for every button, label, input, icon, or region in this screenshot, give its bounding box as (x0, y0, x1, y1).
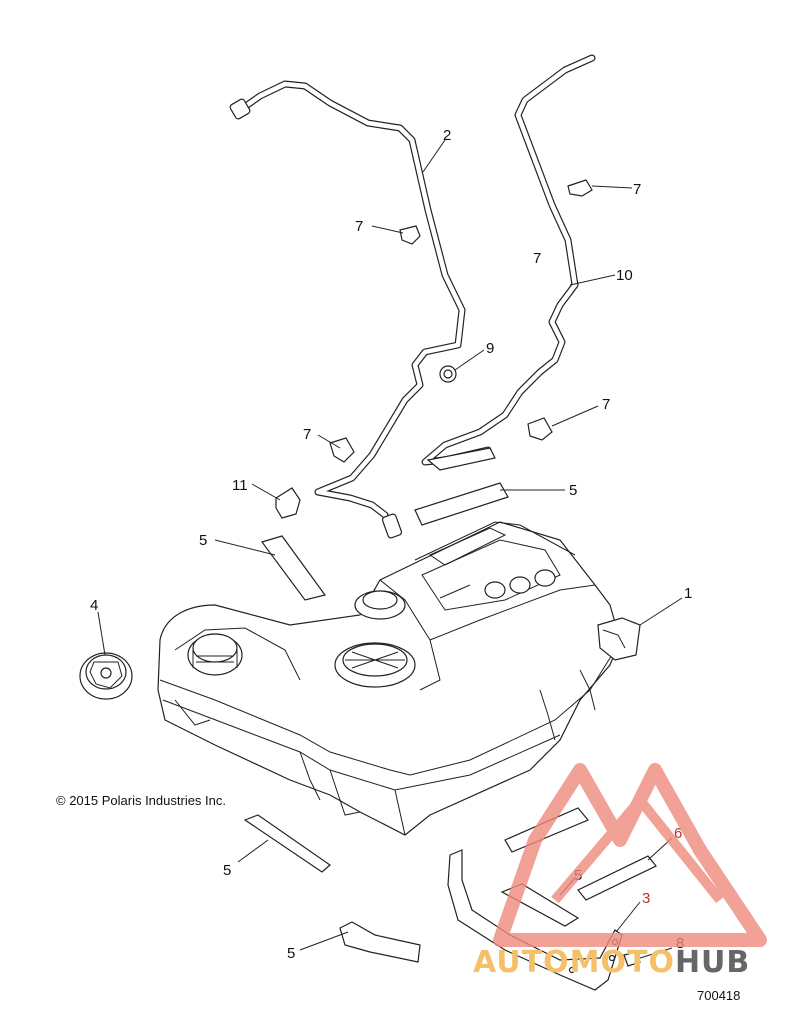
watermark-part2: HUB (675, 945, 750, 980)
callout-11: 11 (232, 477, 248, 494)
callout-5c: 5 (223, 862, 231, 879)
leader-lines (97, 139, 683, 959)
copyright-text: © 2015 Polaris Industries Inc. (56, 793, 226, 808)
callout-10: 10 (616, 267, 633, 284)
fuel-cap (79, 652, 133, 700)
callout-5e: 5 (287, 945, 295, 962)
callout-3: 3 (642, 890, 650, 907)
callout-7c: 7 (533, 250, 541, 267)
mounting-bracket (447, 849, 641, 991)
vent-hose-2 (229, 80, 466, 539)
callout-5a: 5 (569, 482, 577, 499)
callout-5b: 5 (199, 532, 207, 549)
callout-1: 1 (684, 585, 692, 602)
watermark-logo (493, 763, 767, 947)
callout-6: 6 (674, 825, 682, 842)
callout-7d: 7 (602, 396, 610, 413)
callout-7b: 7 (633, 181, 641, 198)
callout-2: 2 (443, 127, 451, 144)
vent-hose-10 (421, 54, 596, 466)
pads (243, 447, 657, 963)
callout-7e: 7 (303, 426, 311, 443)
callout-labels: 2 7 7 7 10 9 7 7 11 5 5 1 4 5 5 5 6 3 8 (90, 127, 692, 962)
watermark-part1: AUTOMOTO (473, 945, 675, 980)
diagram-id: 700418 (697, 988, 740, 1003)
watermark-text: AUTOMOTOHUB (473, 945, 750, 980)
callout-7a: 7 (355, 218, 363, 235)
callout-9: 9 (486, 340, 494, 357)
callout-4: 4 (90, 597, 98, 614)
clips (275, 179, 593, 519)
fuel-tank (157, 521, 641, 836)
